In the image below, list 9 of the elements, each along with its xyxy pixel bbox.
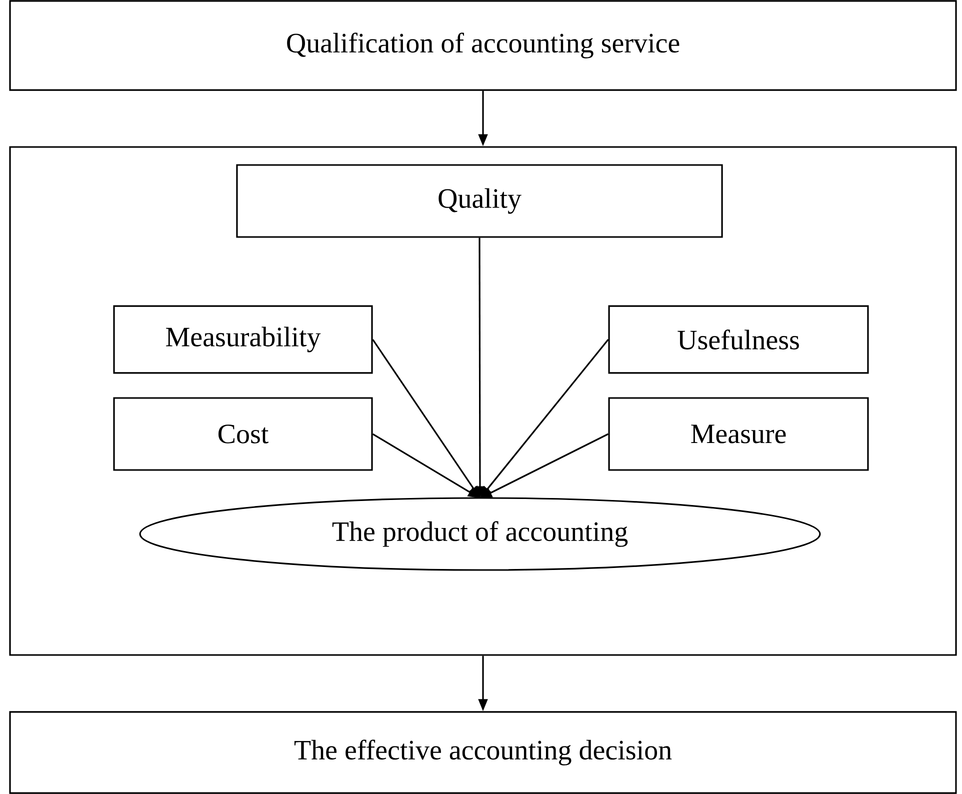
text-box: Quality [236,164,723,238]
text-box: Qualification of accounting service [9,0,957,91]
text-box: The effective accounting decision [9,711,957,794]
text-box: Measure [608,397,869,471]
ellipse-node: The product of accounting [139,497,821,571]
text-box: Measurability [113,305,373,374]
frame-box [9,146,957,656]
text-box: Usefulness [608,305,869,374]
text-box: Cost [113,397,373,471]
